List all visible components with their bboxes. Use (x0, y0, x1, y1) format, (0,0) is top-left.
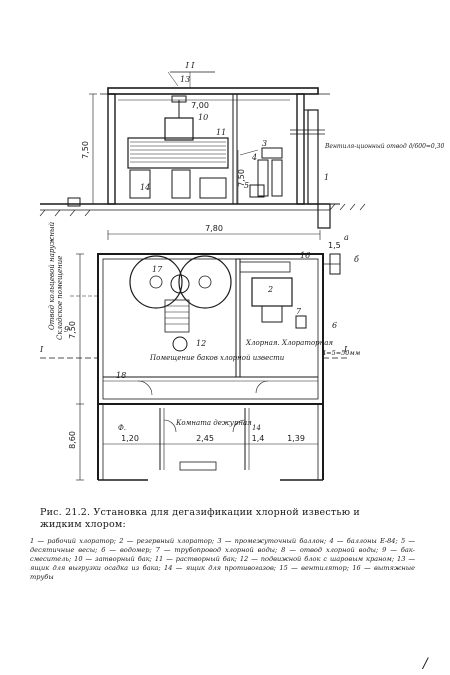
section-mark: I I (185, 61, 196, 70)
label-10: 10 (198, 113, 208, 122)
label-14: 14 (140, 183, 150, 192)
plan-label-2: 2 (267, 285, 273, 294)
room-a: Ф. (118, 424, 126, 432)
plan-label-16: 16 (300, 251, 310, 260)
vent-note: Вентиля-ционный отвод д/600=0,30 (324, 143, 444, 150)
plan-label-18: 18 (116, 371, 126, 380)
label-11: 11 (216, 128, 226, 137)
label-5: 5 (244, 181, 249, 190)
room-chlorinator: Хлорная. Хлораторная (245, 339, 333, 347)
dim-height-main: 7,50 (81, 141, 90, 159)
plan-view (40, 253, 350, 481)
dim-bottom-b: 2,45 (196, 434, 214, 443)
page-mark: / (423, 656, 428, 672)
dim-vent-h: 4=5=50мм (321, 349, 360, 357)
plan-label-12: 12 (196, 339, 206, 348)
plan-label-7: 7 (296, 307, 302, 316)
plan-label-17: 17 (152, 265, 163, 274)
room-chlorine-tanks: Помещение баков хлорной извести (149, 354, 285, 362)
plan-letter-b: б (354, 255, 359, 264)
label-1: 1 (324, 173, 329, 182)
label-4: 4 (251, 153, 257, 162)
dim-height-mid: 7,50 (237, 169, 246, 187)
dim-span-plan: 7,80 (205, 224, 223, 233)
dim-bottom-c: 1,4 (252, 434, 265, 443)
side-label-1: Складское помещение (56, 256, 64, 340)
dim-span-top: 7,00 (191, 101, 209, 110)
plan-label-6: 6 (332, 321, 337, 330)
room-duty: Комната дежурная (175, 419, 252, 427)
cut-mark-left: I (39, 345, 44, 354)
label-13: 13 (180, 75, 190, 84)
dim-plan-side: 8,60 (68, 431, 77, 449)
figure-caption-title: Рис. 21.2. Установка для дегазификации х… (40, 507, 360, 530)
plan-label-9: 9 (64, 325, 69, 334)
label-3: 3 (262, 139, 267, 148)
dim-right-gap: 1,5 (328, 241, 341, 250)
dim-plan-left: 7,50 (68, 321, 77, 339)
dim-bottom-a: 1,20 (121, 434, 139, 443)
plan-letter-a: а (344, 233, 349, 242)
cut-mark-right: I (343, 345, 348, 354)
dim-bottom-d: 1,39 (287, 434, 305, 443)
room-b: 14 (252, 424, 261, 432)
side-label-2: Отвод кольцевой наружный (48, 221, 56, 330)
figure-caption-legend: 1 — рабочий хлоратор; 2 — резервный хлор… (30, 537, 415, 581)
section-view (39, 71, 366, 229)
